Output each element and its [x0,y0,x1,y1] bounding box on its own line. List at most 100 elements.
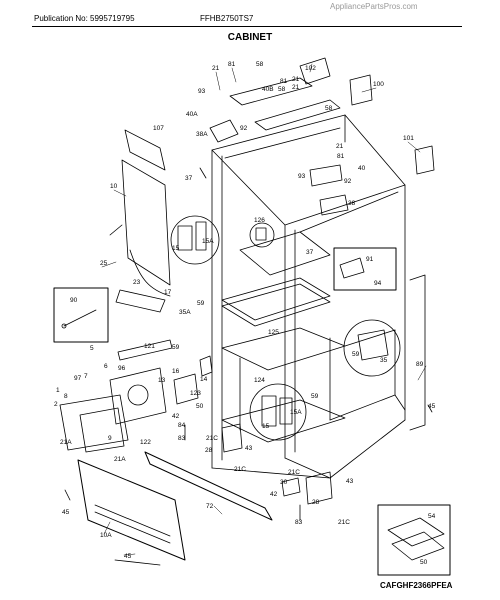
callout: 21C [234,466,246,473]
callout: 14 [200,376,208,383]
callout: 38A [196,131,208,138]
callout: 21 [292,84,300,91]
callout: 107 [153,125,164,132]
callout: 83 [295,519,303,526]
callout: 45 [124,553,132,560]
callout: 45 [428,403,436,410]
callout: 35A [179,309,191,316]
callout: 37 [306,249,314,256]
callout: 126 [254,217,265,224]
callout: 90 [70,297,78,304]
control-box-91 [333,247,397,291]
callout: 8 [64,393,68,400]
callout: 92 [344,178,352,185]
callout: 37 [185,175,193,182]
callout: 2 [54,401,58,408]
detail-inset-lower [249,383,307,441]
callout: 28 [312,499,320,506]
callout: 13 [158,377,166,384]
callout: 102 [305,65,316,72]
callout: 54 [428,513,436,520]
watermark: AppliancePartsPros.com [330,2,418,11]
callout: 91 [366,256,374,263]
callout: 50 [196,403,204,410]
callout: 10 [110,183,118,190]
callout: 59 [197,300,205,307]
callout: 7 [84,373,88,380]
side-panel-89 [409,274,426,431]
callout: 15A [202,238,214,245]
callout: 96 [118,365,126,372]
callout: 21 [336,143,344,150]
callout: 58 [278,86,286,93]
callout: 15 [172,245,180,252]
callout-labels: 21 81 58 102 21 81 58 40B 21 100 93 58 4… [54,61,436,566]
callout: 21 [292,76,300,83]
callout: 25 [100,260,108,267]
callout: 21A [114,456,126,463]
callout: 1 [56,387,60,394]
callout: 43 [245,445,253,452]
part-box-90 [53,287,109,343]
callout: 81 [280,78,288,85]
callout: 43 [346,478,354,485]
leader-lines [101,63,427,556]
callout: 59 [352,351,360,358]
callout: 23 [133,279,141,286]
callout: 40 [358,165,366,172]
callout: 21 [212,65,220,72]
top-hinge-assembly [209,57,435,216]
callout: 21A [60,439,72,446]
callout: 124 [254,377,265,384]
callout: 6 [104,363,108,370]
detail-inset-right [343,319,401,377]
callout: 122 [140,439,151,446]
callout: 10A [100,532,112,539]
callout: 58 [256,61,264,68]
callout: 21C [338,519,350,526]
kick-panel-10a [77,459,186,561]
callout: 21C [288,469,300,476]
callout: 97 [74,375,82,382]
callout: 94 [374,280,382,287]
callout: 59 [172,344,180,351]
callout: 125 [268,329,279,336]
callout: 28 [205,447,213,454]
callout: 30 [280,479,288,486]
roller-brackets [221,423,333,505]
callout: 16 [172,368,180,375]
diagram-title: CABINET [227,32,273,43]
wiring-panel-107 [109,129,171,313]
callout: 5 [90,345,94,352]
part-box-54 [377,504,451,576]
callout: 81 [337,153,345,160]
screws [64,167,433,566]
callout: 92 [240,125,248,132]
figure-code: CAFGHF2366PFEA [380,581,453,590]
callout: 83 [178,435,186,442]
callout: 123 [190,390,201,397]
callout: 84 [178,422,186,429]
callout: 93 [198,88,206,95]
callout: 40B [262,86,274,93]
callout: 81 [228,61,236,68]
callout: 15 [262,423,270,430]
callout: 58 [325,105,333,112]
callout: 121 [144,343,155,350]
callout: 42 [270,491,278,498]
callout: 21C [206,435,218,442]
callout: 59 [311,393,319,400]
cabinet-shell [211,114,406,479]
callout: 72 [206,503,214,510]
callout: 101 [403,135,414,142]
callout: 42 [172,413,180,420]
model-number: FFHB2750TS7 [200,14,254,23]
callout: 100 [373,81,384,88]
detail-inset-126 [249,222,275,248]
callout: 93 [298,173,306,180]
callout: 15A [290,409,302,416]
callout: 50 [420,559,428,566]
detail-inset-upper [170,215,220,265]
callout: 40A [186,111,198,118]
callout: 35 [380,357,388,364]
